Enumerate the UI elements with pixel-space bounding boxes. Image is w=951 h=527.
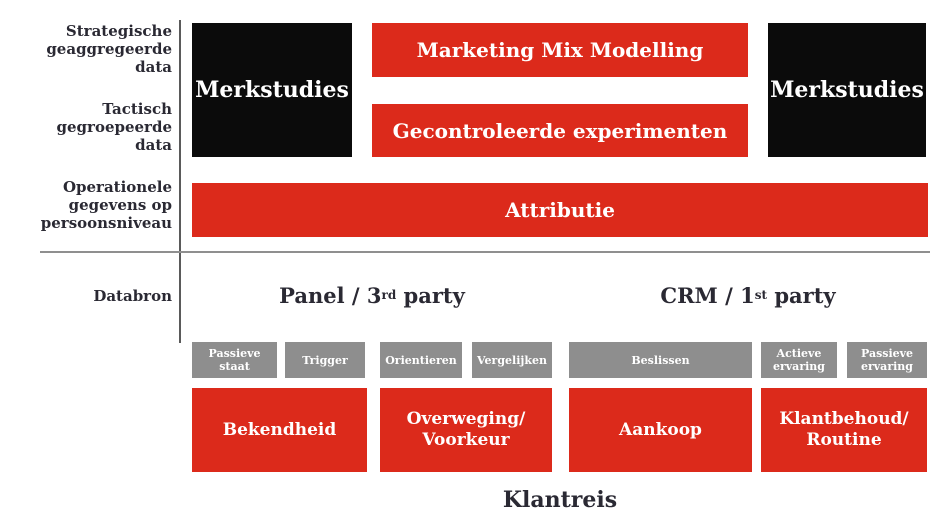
phase-overweging-voorkeur: Overweging/ Voorkeur	[380, 388, 552, 472]
box-merkstudies-left: Merkstudies	[192, 23, 352, 157]
box-gecontroleerde-experimenten: Gecontroleerde experimenten	[372, 104, 748, 157]
stage-beslissen: Beslissen	[569, 342, 752, 378]
stage-passieve-staat: Passieve staat	[192, 342, 277, 378]
box-attributie: Attributie	[192, 183, 928, 237]
label-panel-3rd-party: Panel / 3rd party	[192, 281, 552, 311]
divider-horizontal-line	[40, 251, 930, 253]
stage-passieve-ervaring: Passieve ervaring	[847, 342, 927, 378]
crm-label-text: CRM / 1	[660, 283, 755, 308]
axis-label-databron: Databron	[93, 287, 172, 305]
phase-bekendheid: Bekendheid	[192, 388, 367, 472]
stage-orientieren: Orientieren	[380, 342, 462, 378]
axis-vertical-line	[179, 20, 181, 343]
panel-label-superscript: rd	[381, 288, 397, 302]
label-crm-1st-party: CRM / 1st party	[569, 281, 927, 311]
axis-label-operational-data: Operationele gegevens op persoonsniveau	[40, 178, 172, 232]
stage-actieve-ervaring: Actieve ervaring	[761, 342, 837, 378]
crm-label-suffix: party	[767, 283, 836, 308]
axis-label-strategic-data: Strategische geaggregeerde data	[46, 22, 172, 76]
box-merkstudies-right: Merkstudies	[768, 23, 926, 157]
phase-klantbehoud-routine: Klantbehoud/ Routine	[761, 388, 927, 472]
diagram-title-klantreis: Klantreis	[502, 487, 618, 513]
panel-label-text: Panel / 3	[279, 283, 382, 308]
axis-label-tactical-data: Tactisch gegroepeerde data	[56, 100, 172, 154]
box-marketing-mix-modelling: Marketing Mix Modelling	[372, 23, 748, 77]
panel-label-suffix: party	[396, 283, 465, 308]
stage-vergelijken: Vergelijken	[472, 342, 552, 378]
stage-trigger: Trigger	[285, 342, 365, 378]
crm-label-superscript: st	[754, 288, 768, 302]
phase-aankoop: Aankoop	[569, 388, 752, 472]
